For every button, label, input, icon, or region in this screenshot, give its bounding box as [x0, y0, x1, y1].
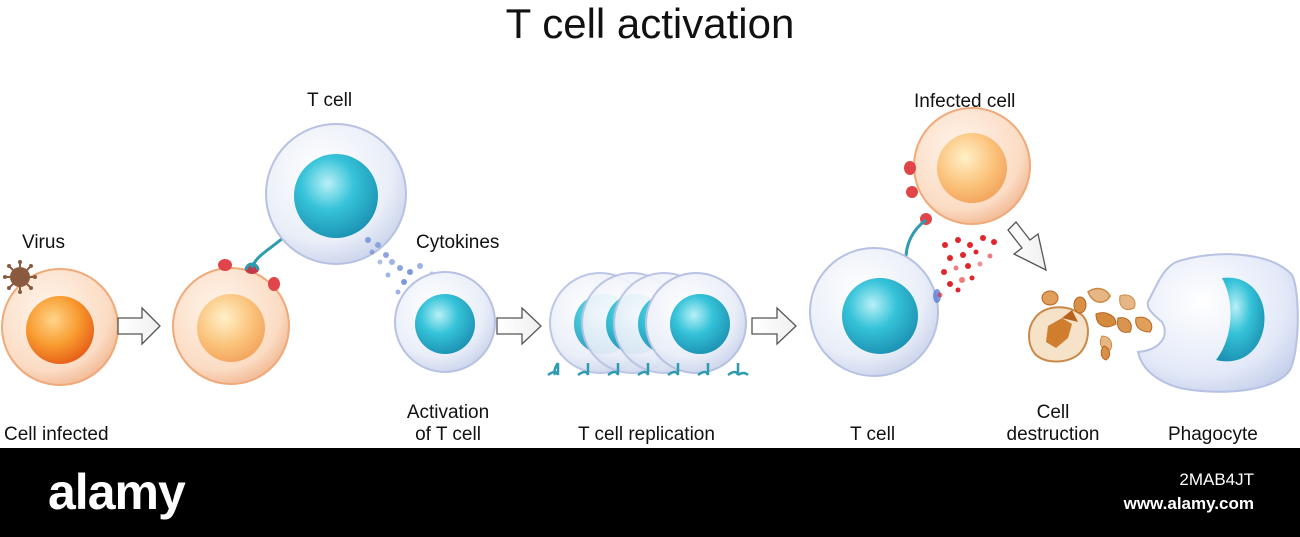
- receptors-icon: [547, 362, 749, 377]
- arrow-3-icon: [751, 306, 797, 346]
- label-t-cell-top: T cell: [307, 90, 353, 111]
- arrow-2-icon: [496, 306, 542, 346]
- label-replication: T cell replication: [578, 424, 715, 445]
- t-cell-top: [265, 123, 407, 265]
- label-activation-line1: Activation: [406, 402, 490, 423]
- watermark-logo: alamy: [48, 464, 186, 520]
- diagram-svg: [1, 107, 1299, 393]
- perforin-granules-icon: [937, 235, 997, 298]
- label-virus: Virus: [22, 232, 65, 253]
- cell-debris-icon: [1028, 287, 1153, 363]
- arrow-1-icon: [117, 306, 161, 346]
- label-phagocyte: Phagocyte: [1168, 424, 1258, 445]
- t-cell-bottom: [809, 247, 941, 377]
- activated-t-cell: [394, 271, 496, 373]
- label-t-cell-bottom: T cell: [850, 424, 896, 445]
- label-activation: Activation of T cell: [396, 402, 500, 446]
- label-destruction-line1: Cell: [1036, 402, 1070, 423]
- label-infected-cell: Infected cell: [914, 91, 1016, 112]
- label-destruction-line2: destruction: [1006, 424, 1100, 445]
- watermark-bar: [0, 448, 1300, 537]
- phagocyte-cell: [1136, 253, 1299, 393]
- label-activation-line2: of T cell: [415, 424, 481, 445]
- page-title: T cell activation: [505, 0, 795, 47]
- label-destruction: Cell destruction: [1000, 402, 1106, 446]
- watermark-site: www.alamy.com: [1123, 494, 1254, 513]
- arrow-4-icon: [1007, 221, 1047, 272]
- label-cytokines: Cytokines: [416, 232, 500, 253]
- virus-icon: [3, 260, 37, 294]
- watermark-image-id: 2MAB4JT: [1179, 470, 1254, 489]
- label-cell-infected: Cell infected: [4, 424, 109, 445]
- diagram-canvas: T cell activation Virus Cell infected T …: [1, 0, 1299, 446]
- tcr-receptor-2-icon: [904, 218, 927, 259]
- replicating-t-cells: [549, 272, 747, 374]
- infected-cell-2: [913, 107, 1031, 225]
- infected-cell-1: [1, 268, 119, 386]
